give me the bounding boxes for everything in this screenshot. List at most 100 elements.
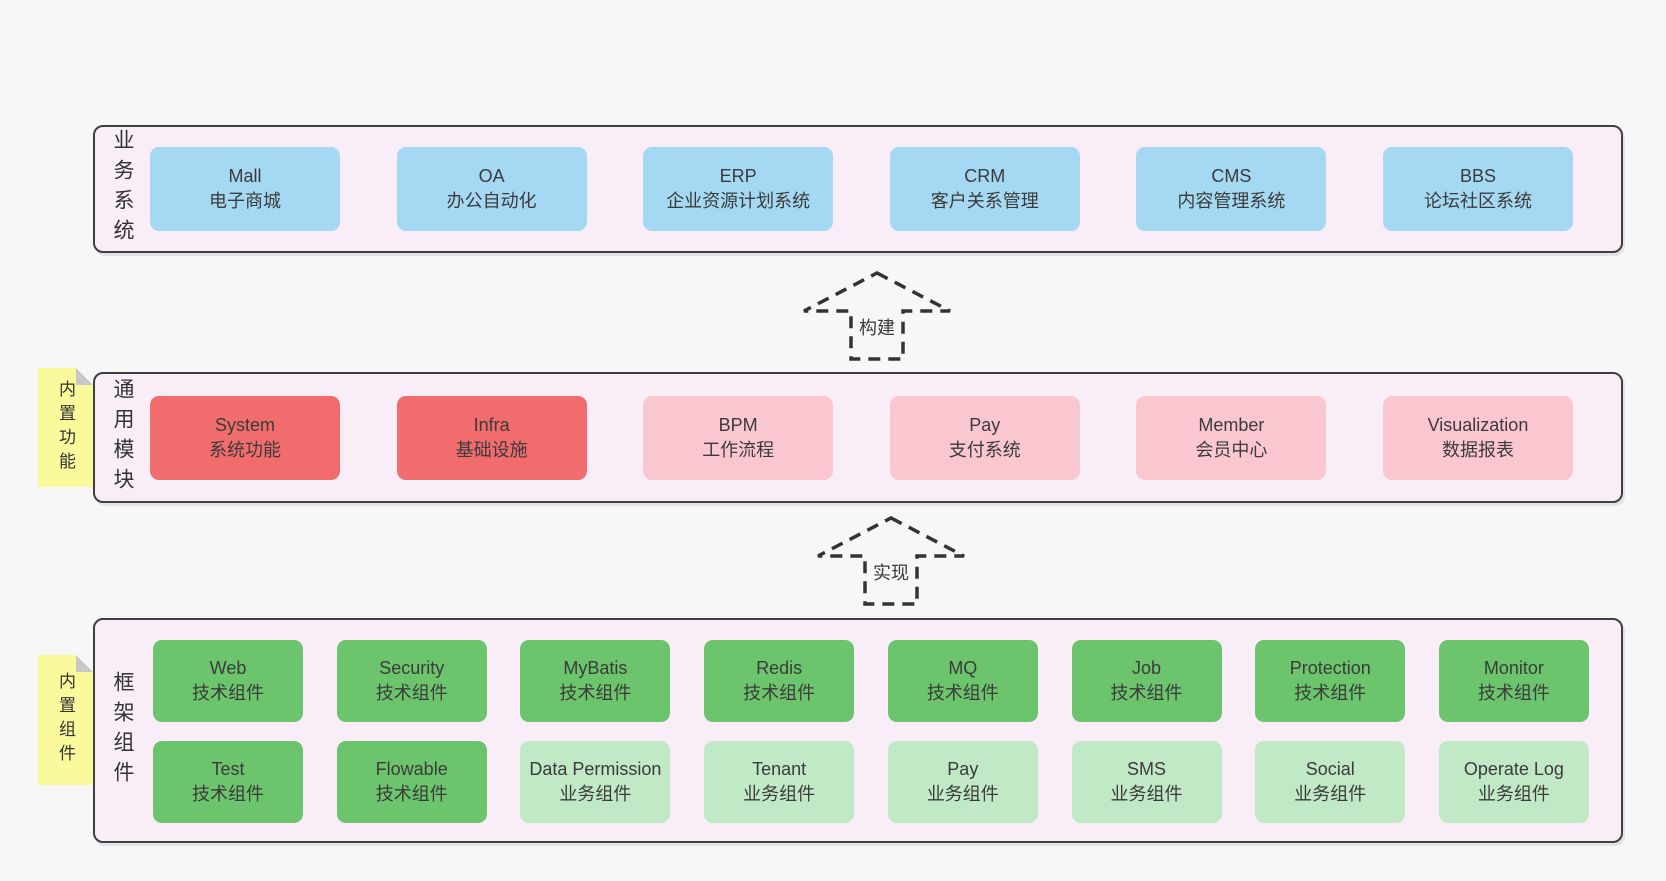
folded-corner-icon: [76, 368, 93, 385]
box-title: Security: [379, 658, 445, 678]
box-subtitle: 技术组件: [926, 683, 999, 703]
box-title: Member: [1198, 414, 1265, 435]
box-subtitle: 业务组件: [743, 784, 816, 804]
box-subtitle: 技术组件: [375, 784, 448, 804]
box-subtitle: 基础设施: [455, 439, 528, 460]
module-box-member: Member 会员中心: [1136, 395, 1327, 480]
box-title: Tenant: [752, 759, 807, 779]
business-box-oa: OA 办公自动化: [396, 147, 587, 231]
component-box-tenant: Tenant 业务组件: [704, 741, 855, 823]
box-title: Pay: [969, 414, 1001, 435]
business-box-row: Mall 电子商城 OA 办公自动化 ERP 企业资源计划系统 CRM 客户关系…: [150, 127, 1573, 251]
box-title: ERP: [719, 166, 757, 186]
box-title: Infra: [473, 414, 510, 435]
sticky-note-label: 内置功能: [56, 379, 75, 476]
box-subtitle: 业务组件: [559, 784, 632, 804]
module-box-infra: Infra 基础设施: [396, 395, 587, 480]
component-box-pay: Pay 业务组件: [887, 741, 1038, 823]
component-box-social: Social 业务组件: [1255, 741, 1406, 823]
box-title: Operate Log: [1463, 759, 1564, 779]
box-subtitle: 技术组件: [192, 683, 264, 703]
box-title: MyBatis: [563, 658, 628, 678]
box-title: Pay: [947, 759, 979, 779]
business-systems-layer: 业务系统 Mall 电子商城 OA 办公自动化 ERP 企业资源计划系统 CRM…: [93, 125, 1623, 253]
box-title: Social: [1305, 759, 1355, 779]
box-title: CMS: [1211, 166, 1252, 186]
box-subtitle: 论坛社区系统: [1423, 191, 1532, 211]
box-title: Mall: [228, 166, 262, 186]
component-box-security: Security 技术组件: [336, 640, 487, 722]
module-box-bpm: BPM 工作流程: [643, 395, 834, 480]
box-subtitle: 客户关系管理: [930, 191, 1039, 211]
box-title: Flowable: [375, 759, 448, 779]
components-grid: Web 技术组件 Security 技术组件 MyBatis 技术组件 Redi…: [153, 640, 1589, 823]
implement-arrow: 实现: [816, 515, 966, 607]
box-subtitle: 技术组件: [1110, 683, 1183, 703]
builtin-components-sticky-note: 内置组件: [38, 655, 93, 785]
box-subtitle: 支付系统: [948, 439, 1021, 460]
component-box-monitor: Monitor 技术组件: [1438, 640, 1589, 722]
business-box-erp: ERP 企业资源计划系统: [643, 147, 834, 231]
component-box-operate-log: Operate Log 业务组件: [1438, 741, 1589, 823]
component-box-web: Web 技术组件: [153, 640, 303, 722]
components-row-1: Web 技术组件 Security 技术组件 MyBatis 技术组件 Redi…: [153, 640, 1589, 722]
component-box-flowable: Flowable 技术组件: [336, 741, 487, 823]
box-title: MQ: [948, 658, 978, 678]
module-box-system: System 系统功能: [150, 395, 340, 480]
box-title: Web: [209, 658, 247, 678]
box-subtitle: 技术组件: [1477, 683, 1550, 703]
business-box-bbs: BBS 论坛社区系统: [1382, 147, 1573, 231]
component-box-protection: Protection 技术组件: [1255, 640, 1406, 722]
box-subtitle: 技术组件: [192, 784, 264, 804]
component-box-data-permission: Data Permission 业务组件: [520, 741, 671, 823]
component-box-redis: Redis 技术组件: [704, 640, 855, 722]
component-box-mq: MQ 技术组件: [887, 640, 1038, 722]
modules-box-row: System 系统功能 Infra 基础设施 BPM 工作流程 Pay 支付系统…: [150, 374, 1573, 501]
box-title: BPM: [718, 414, 758, 435]
implement-arrow-label: 实现: [870, 559, 912, 585]
box-title: Data Permission: [529, 759, 662, 779]
box-subtitle: 工作流程: [702, 439, 775, 460]
box-subtitle: 会员中心: [1195, 439, 1268, 460]
box-subtitle: 内容管理系统: [1177, 191, 1286, 211]
box-subtitle: 办公自动化: [446, 191, 537, 211]
module-box-visualization: Visualization 数据报表: [1382, 395, 1573, 480]
box-subtitle: 技术组件: [559, 683, 632, 703]
box-title: Monitor: [1483, 658, 1544, 678]
components-layer-label: 框架组件: [111, 670, 134, 791]
sticky-note-label: 内置组件: [56, 672, 75, 768]
box-subtitle: 技术组件: [743, 683, 816, 703]
folded-corner-icon: [76, 655, 93, 672]
module-box-pay: Pay 支付系统: [889, 395, 1080, 480]
box-subtitle: 业务组件: [1477, 784, 1550, 804]
box-title: Redis: [756, 658, 803, 678]
component-box-test: Test 技术组件: [153, 741, 303, 823]
box-title: SMS: [1127, 759, 1167, 779]
box-title: Protection: [1289, 658, 1371, 678]
box-title: Test: [211, 759, 245, 779]
box-subtitle: 业务组件: [1110, 784, 1183, 804]
framework-components-layer: 框架组件 Web 技术组件 Security 技术组件 MyBatis 技术组件…: [93, 618, 1623, 843]
business-layer-label: 业务系统: [111, 129, 134, 249]
box-subtitle: 系统功能: [209, 439, 281, 460]
business-box-cms: CMS 内容管理系统: [1136, 147, 1327, 231]
box-subtitle: 数据报表: [1441, 439, 1514, 460]
box-title: System: [214, 414, 275, 435]
box-subtitle: 业务组件: [926, 784, 999, 804]
build-arrow-label: 构建: [856, 314, 898, 340]
business-box-mall: Mall 电子商城: [150, 147, 340, 231]
box-subtitle: 电子商城: [209, 191, 281, 211]
component-box-sms: SMS 业务组件: [1071, 741, 1222, 823]
components-row-2: Test 技术组件 Flowable 技术组件 Data Permission …: [153, 741, 1589, 823]
box-title: Visualization: [1427, 414, 1529, 435]
box-title: BBS: [1459, 166, 1496, 186]
build-arrow: 构建: [802, 270, 952, 362]
box-subtitle: 技术组件: [375, 683, 448, 703]
box-subtitle: 技术组件: [1294, 683, 1367, 703]
box-subtitle: 企业资源计划系统: [666, 191, 811, 211]
box-subtitle: 业务组件: [1294, 784, 1367, 804]
box-title: Job: [1132, 658, 1162, 678]
component-box-job: Job 技术组件: [1071, 640, 1222, 722]
box-title: OA: [478, 166, 505, 186]
business-box-crm: CRM 客户关系管理: [889, 147, 1080, 231]
